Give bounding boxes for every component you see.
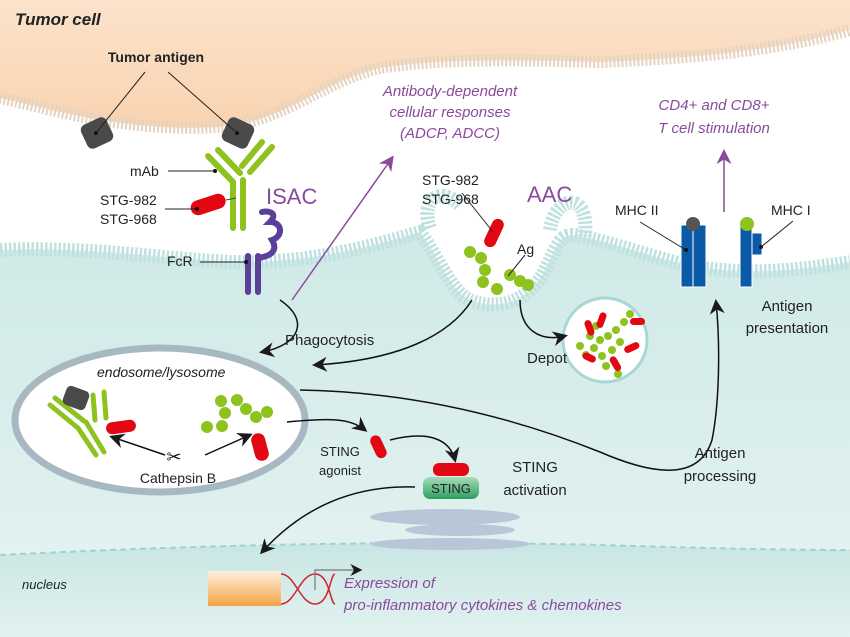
isac-label: ISAC <box>266 184 317 209</box>
scissors-icon: ✂ <box>166 447 181 467</box>
aac-stg-label-2: STG-968 <box>422 191 479 207</box>
phagocytosis-arrow-aac <box>312 299 473 372</box>
nucleus-label: nucleus <box>22 577 67 592</box>
antigen-processing-arrow <box>299 299 725 471</box>
isac-payload <box>190 193 226 216</box>
tumor-cell <box>0 0 850 128</box>
sting-bound-payload <box>433 463 469 476</box>
adcc-label-1: Antibody-dependent <box>382 83 518 100</box>
ag-label: Ag <box>517 241 534 257</box>
mhc2-label: MHC II <box>615 202 659 218</box>
sting-agonist-label-1: STING <box>320 444 360 459</box>
mhc2-molecule <box>680 217 707 288</box>
phagocytosis-arrow-isac <box>259 299 299 358</box>
sting-box-label: STING <box>431 481 471 496</box>
mhc2-leader <box>639 221 687 251</box>
cathepsin-label: Cathepsin B <box>140 470 216 486</box>
tcell-label-1: CD4+ and CD8+ <box>659 97 770 114</box>
mhc1-leader <box>760 220 794 248</box>
cathepsin-arrow-left <box>109 433 166 456</box>
antigen-leader-right <box>167 71 238 134</box>
sting-agonist-label-2: agonist <box>319 463 361 478</box>
tumor-antigen-label: Tumor antigen <box>108 49 204 65</box>
tumor-membrane <box>0 24 850 134</box>
depot-label: Depot <box>527 350 568 367</box>
endosome-label: endosome/lysosome <box>97 364 226 380</box>
tcell-label-2: T cell stimulation <box>658 120 770 137</box>
antigen-leader-left <box>95 71 146 134</box>
isac-antibody <box>205 139 275 231</box>
sting-protein <box>423 477 479 499</box>
mab-label: mAb <box>130 163 159 179</box>
endosome-tumor-antigen <box>62 385 90 411</box>
antigen-processing-label-2: processing <box>684 468 757 485</box>
aac-label: AAC <box>527 182 572 207</box>
aac-antigen <box>464 246 534 295</box>
tumor-cell-label: Tumor cell <box>15 10 102 29</box>
aac-payload <box>484 218 504 248</box>
sting-to-nucleus-arrow <box>259 486 416 555</box>
sting-agonist-payload <box>370 435 387 459</box>
endosome-antigen <box>201 394 273 433</box>
antigen-presentation-label-1: Antigen <box>762 298 813 315</box>
mhc1-label: MHC I <box>771 202 811 218</box>
phagocytosis-label: Phagocytosis <box>285 332 374 349</box>
fcr-label: FcR <box>167 253 193 269</box>
mhc1-molecule <box>739 217 763 288</box>
endosome-isac-payload <box>106 419 136 435</box>
adcc-arrow <box>291 155 394 301</box>
sting-activation-label-1: STING <box>512 459 558 476</box>
adcc-label-2: cellular responses <box>390 104 511 121</box>
agonist-to-sting-arrow <box>389 435 460 463</box>
endoplasmic-reticulum <box>370 509 530 550</box>
endosome-antibody <box>47 389 109 458</box>
gene-block <box>208 571 281 606</box>
endosome-to-agonist-arrow <box>286 416 368 432</box>
depot-contents <box>576 310 645 378</box>
transcription-arrow <box>314 564 363 590</box>
aac-pocket-membrane <box>420 188 593 237</box>
aac-stg-leader <box>461 192 494 233</box>
depot-arrow <box>519 299 568 347</box>
antigen-presentation-label-2: presentation <box>746 320 829 337</box>
ag-leader <box>507 254 526 277</box>
expression-label-1: Expression of <box>344 575 437 592</box>
expression-label-2: pro-inflammatory cytokines & chemokines <box>343 597 622 614</box>
isac-stg-label-1: STG-982 <box>100 192 157 208</box>
isac-stg-label-2: STG-968 <box>100 211 157 227</box>
endosome-aac-payload <box>251 433 269 461</box>
cathepsin-arrow-right <box>204 433 253 456</box>
adcc-label-3: (ADCP, ADCC) <box>400 125 500 142</box>
sting-activation-label-2: activation <box>503 482 566 499</box>
nucleus <box>0 543 850 637</box>
aac-stg-label-1: STG-982 <box>422 172 479 188</box>
payload-linker <box>225 197 237 201</box>
antigen-processing-label-1: Antigen <box>695 445 746 462</box>
